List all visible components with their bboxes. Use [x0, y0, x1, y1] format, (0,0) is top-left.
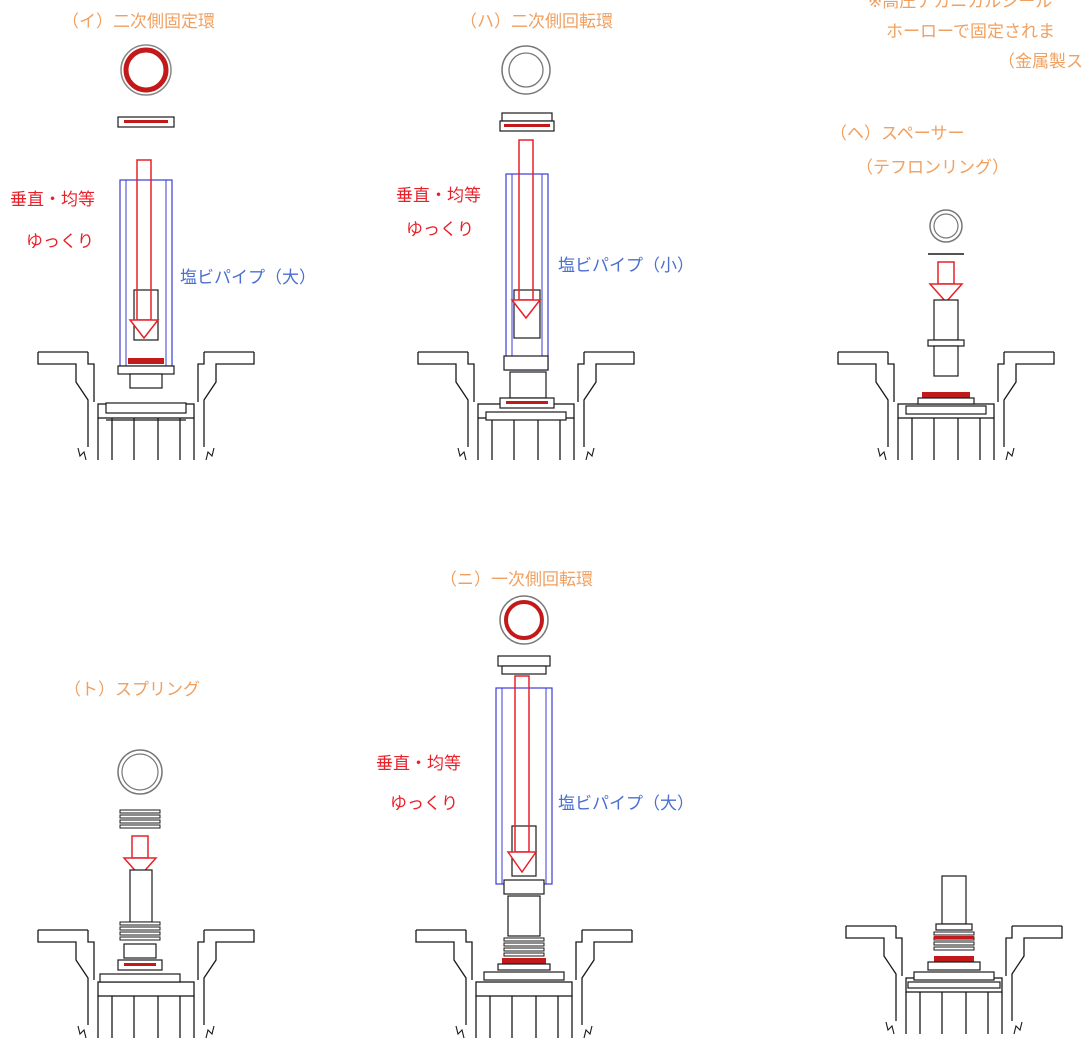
label-pvc-pipe-large-2: 塩ビパイプ（大） [558, 794, 694, 814]
label-secondary-rotating-ring: （ハ）二次側回転環 [460, 12, 613, 32]
instruction-slowly-1: ゆっくり [26, 232, 94, 252]
instruction-vertical-even-1: 垂直・均等 [10, 190, 95, 210]
panel-spacer [837, 209, 1055, 461]
label-spacer: （ヘ）スペーサー [830, 124, 965, 144]
instruction-slowly-2: ゆっくり [406, 220, 474, 240]
instruction-vertical-even-3: 垂直・均等 [376, 754, 461, 774]
panel-spring [37, 749, 255, 1039]
label-primary-rotating-ring: （ニ）一次側回転環 [440, 570, 593, 590]
panel-secondary-fixed-ring [37, 44, 255, 461]
label-secondary-fixed-ring: （イ）二次側固定環 [62, 12, 215, 32]
instruction-slowly-3: ゆっくり [390, 794, 458, 814]
instruction-vertical-even-2: 垂直・均等 [396, 186, 481, 206]
label-spacer-sub: （テフロンリング） [856, 158, 1009, 178]
panel-assembled [845, 875, 1063, 1035]
note-line-2: ホーローで固定されま [886, 22, 1055, 42]
label-pvc-pipe-small: 塩ビパイプ（小） [558, 256, 694, 276]
panel-primary-rotating-ring [415, 595, 633, 1039]
note-line-3: （金属製ス [998, 52, 1083, 72]
panel-secondary-rotating-ring [417, 45, 635, 461]
note-line-1: ※高圧ナカニカルシール [868, 0, 1053, 12]
label-spring: （ト）スプリング [64, 680, 200, 700]
label-pvc-pipe-large-1: 塩ビパイプ（大） [180, 268, 316, 288]
